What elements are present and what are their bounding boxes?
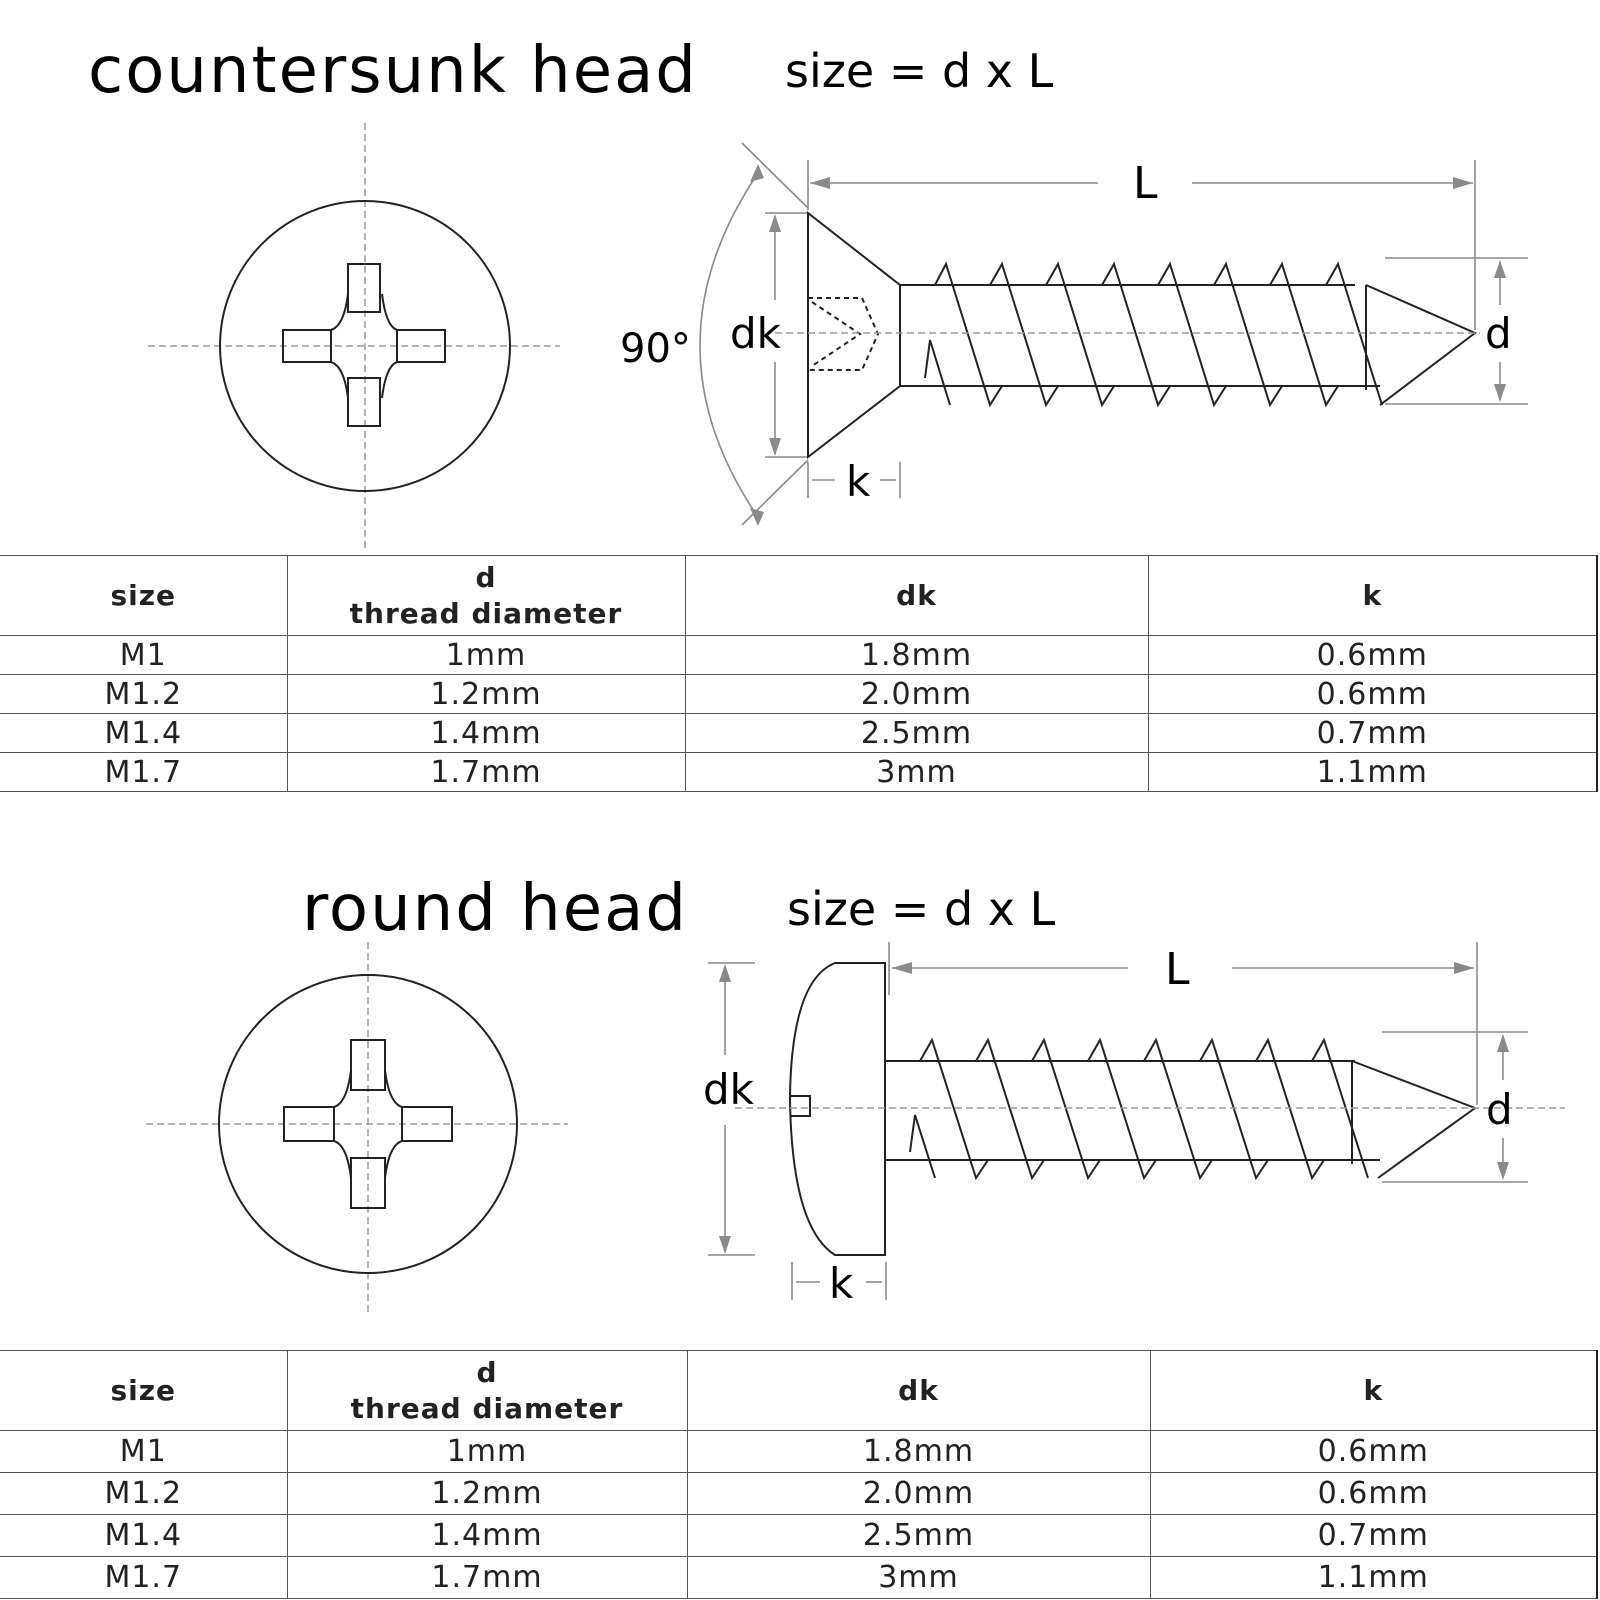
cell-d: 1.2mm — [286, 1472, 688, 1515]
table-row: M1.7 1.7mm 3mm 1.1mm — [0, 752, 1598, 792]
cell-d: 1.7mm — [286, 752, 686, 792]
thread-diameter-label: d — [1486, 1085, 1513, 1134]
cell-dk: 3mm — [684, 752, 1149, 792]
cell-k: 0.6mm — [1149, 1472, 1598, 1515]
header-k: k — [1147, 555, 1598, 636]
cell-size: M1 — [0, 635, 288, 675]
header-dk: dk — [684, 555, 1149, 636]
countersunk-top-view — [148, 123, 560, 548]
thread-body — [885, 1037, 1478, 1181]
header-k: k — [1149, 1350, 1598, 1431]
table-row: M1.4 1.4mm 2.5mm 0.7mm — [0, 1514, 1598, 1557]
table-header-row: size d thread diameter dk k — [0, 1350, 1598, 1431]
cell-size: M1.4 — [0, 713, 288, 753]
cell-k: 0.7mm — [1149, 1514, 1598, 1557]
round-head-spec-table: size d thread diameter dk k M1 1mm 1.8mm… — [0, 1350, 1598, 1599]
thread-body — [900, 261, 1477, 408]
thread-diameter-label: d — [1485, 309, 1512, 358]
table-row: M1 1mm 1.8mm 0.6mm — [0, 635, 1598, 675]
cell-d: 1.7mm — [286, 1556, 688, 1599]
angle-label: 90° — [620, 326, 691, 372]
cell-size: M1.2 — [0, 1472, 288, 1515]
size-formula-countersunk: size = d x L — [785, 44, 1054, 98]
cell-k: 1.1mm — [1147, 752, 1598, 792]
table-row: M1.4 1.4mm 2.5mm 0.7mm — [0, 713, 1598, 753]
cell-k: 0.6mm — [1147, 635, 1598, 675]
head-height-label: k — [829, 1259, 854, 1308]
head-height-label: k — [846, 457, 871, 506]
cell-d: 1.2mm — [286, 674, 686, 714]
header-thread-diameter: d thread diameter — [286, 1350, 688, 1431]
countersunk-side-view: 90° dk — [620, 142, 1528, 526]
head-diameter-label: dk — [703, 1065, 755, 1114]
phillips-cross-icon — [282, 263, 446, 427]
round-side-view: dk L — [703, 942, 1565, 1308]
section-title-countersunk: countersunk head — [88, 34, 698, 108]
cell-size: M1.4 — [0, 1514, 288, 1557]
length-label: L — [1133, 158, 1158, 209]
countersunk-screw-drawing: 90° dk — [148, 123, 1528, 548]
phillips-cross-icon — [283, 1039, 453, 1209]
cell-dk: 2.5mm — [686, 1514, 1151, 1557]
head-diameter-label: dk — [730, 309, 782, 358]
cell-k: 0.6mm — [1149, 1430, 1598, 1473]
round-head-screw-drawing: dk L — [146, 942, 1565, 1312]
cell-dk: 2.0mm — [686, 1472, 1151, 1515]
table-row: M1.2 1.2mm 2.0mm 0.6mm — [0, 674, 1598, 714]
cell-k: 1.1mm — [1149, 1556, 1598, 1599]
length-label: L — [1165, 944, 1190, 995]
cell-size: M1.7 — [0, 1556, 288, 1599]
header-dk: dk — [686, 1350, 1151, 1431]
table-row: M1.2 1.2mm 2.0mm 0.6mm — [0, 1472, 1598, 1515]
cell-dk: 2.0mm — [684, 674, 1149, 714]
cell-dk: 1.8mm — [686, 1430, 1151, 1473]
cell-k: 0.6mm — [1147, 674, 1598, 714]
table-header-row: size d thread diameter dk k — [0, 555, 1598, 636]
cell-size: M1.2 — [0, 674, 288, 714]
cell-d: 1mm — [286, 1430, 688, 1473]
round-top-view — [146, 942, 568, 1312]
countersunk-spec-table: size d thread diameter dk k M1 1mm 1.8mm… — [0, 555, 1598, 792]
cell-d: 1.4mm — [286, 713, 686, 753]
cell-dk: 1.8mm — [684, 635, 1149, 675]
cell-dk: 2.5mm — [684, 713, 1149, 753]
cell-size: M1.7 — [0, 752, 288, 792]
cell-d: 1mm — [286, 635, 686, 675]
cell-dk: 3mm — [686, 1556, 1151, 1599]
table-row: M1.7 1.7mm 3mm 1.1mm — [0, 1556, 1598, 1599]
cell-size: M1 — [0, 1430, 288, 1473]
size-formula-round: size = d x L — [787, 882, 1056, 936]
cell-k: 0.7mm — [1147, 713, 1598, 753]
section-title-round: round head — [302, 872, 688, 946]
header-size: size — [0, 1350, 288, 1431]
header-size: size — [0, 555, 288, 636]
cell-d: 1.4mm — [286, 1514, 688, 1557]
table-row: M1 1mm 1.8mm 0.6mm — [0, 1430, 1598, 1473]
header-thread-diameter: d thread diameter — [286, 555, 686, 636]
